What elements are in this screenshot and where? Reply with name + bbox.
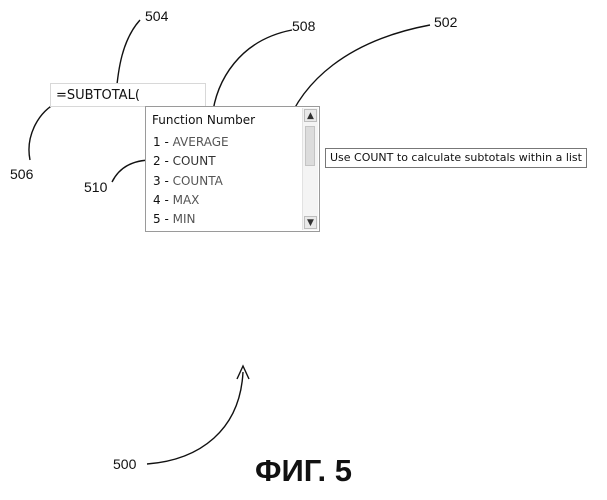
option-separator: - [161,174,173,188]
option-number: 4 [153,193,161,207]
reference-label-504: 504 [145,9,168,23]
chevron-up-icon[interactable]: ▲ [304,109,317,122]
option-name: MIN [173,212,196,226]
option-counta[interactable]: 3 - COUNTA [153,172,303,190]
option-max[interactable]: 4 - MAX [153,191,303,209]
leader-line-508 [212,30,292,118]
option-number: 1 [153,135,161,149]
option-separator: - [161,193,173,207]
option-number: 5 [153,212,161,226]
option-number: 2 [153,154,161,168]
reference-label-508: 508 [292,19,315,33]
formula-input[interactable]: =SUBTOTAL( [50,83,206,107]
option-name: COUNT [173,154,216,168]
leader-line-506 [29,103,57,160]
formula-text: =SUBTOTAL( [56,88,140,103]
option-number: 3 [153,174,161,188]
option-average[interactable]: 1 - AVERAGE [153,133,303,151]
option-name: AVERAGE [173,135,229,149]
dropdown-scrollbar[interactable]: ▲ ▼ [302,108,318,230]
option-name: COUNTA [173,174,223,188]
reference-label-502: 502 [434,15,457,29]
option-count[interactable]: 2 - COUNT [153,152,303,170]
function-number-dropdown[interactable]: Function Number 1 - AVERAGE 2 - COUNT 3 … [145,106,320,232]
reference-label-506: 506 [10,167,33,181]
chevron-down-icon[interactable]: ▼ [304,216,317,229]
figure-caption: ФИГ. 5 [0,455,607,486]
leader-line-500 [147,372,243,464]
dropdown-header: Function Number [152,113,255,127]
scrollbar-thumb[interactable] [305,126,315,166]
option-min[interactable]: 5 - MIN [153,210,303,228]
option-separator: - [161,212,173,226]
arrowhead-500 [237,366,249,379]
option-separator: - [161,135,173,149]
option-separator: - [161,154,173,168]
function-tooltip: Use COUNT to calculate subtotals within … [325,148,587,168]
option-name: MAX [173,193,200,207]
reference-label-510: 510 [84,180,107,194]
